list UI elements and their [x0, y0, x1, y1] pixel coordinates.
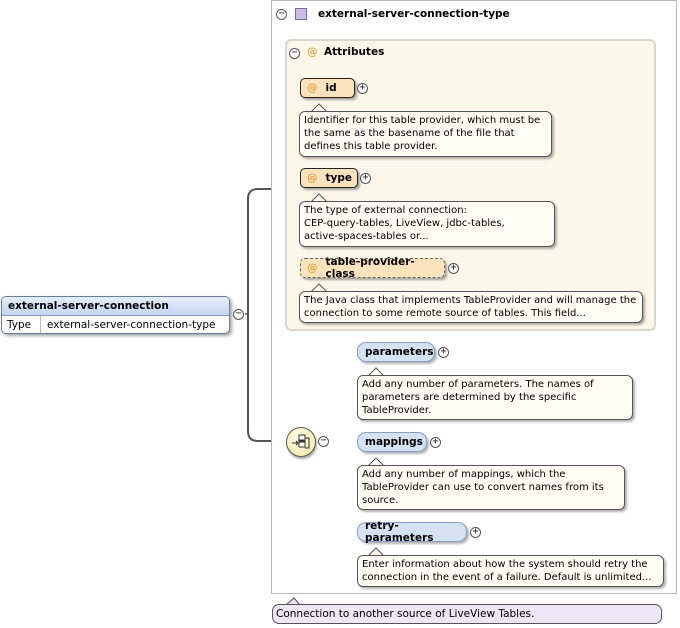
root-element-doc: Connection to another source of LiveView… [272, 604, 662, 624]
attribute-table-provider-class-label: table-provider-class [325, 256, 415, 280]
root-type-key: Type [2, 316, 41, 333]
element-retry-parameters-doc: Enter information about how the system s… [357, 555, 664, 587]
doc-tail-parameters [367, 367, 385, 377]
attribute-table-provider-class[interactable]: @ table-provider-class [300, 256, 445, 280]
attribute-type[interactable]: @ type [300, 168, 358, 188]
sequence-compositor[interactable] [286, 427, 316, 457]
complex-type-collapse-toggle[interactable]: − [276, 9, 287, 20]
doc-tail-id [310, 103, 328, 113]
attribute-id-doc: Identifier for this table provider, whic… [299, 111, 552, 157]
root-type-row: Type external-server-connection-type [2, 316, 229, 333]
attribute-at-icon: @ [307, 262, 318, 274]
attribute-type-label: type [325, 172, 353, 184]
attribute-at-icon: @ [307, 82, 318, 94]
doc-tail-mappings [367, 457, 385, 467]
doc-tail-retry-parameters [367, 547, 385, 557]
attribute-table-provider-class-doc: The Java class that implements TableProv… [299, 291, 643, 323]
complex-type-name: external-server-connection-type [318, 8, 510, 20]
sequence-collapse-toggle[interactable]: − [318, 436, 329, 447]
attribute-id-expand-toggle[interactable]: + [357, 83, 368, 94]
attributes-label: Attributes [324, 46, 385, 58]
attribute-at-icon: @ [307, 172, 318, 184]
element-retry-parameters[interactable]: retry-parameters [357, 520, 467, 544]
connector-bracket [247, 188, 288, 442]
attribute-type-doc: The type of external connection: CEP-que… [299, 201, 555, 247]
attribute-type-expand-toggle[interactable]: + [360, 173, 371, 184]
complex-type-icon [295, 8, 307, 20]
root-element-name: external-server-connection [2, 297, 229, 316]
attributes-collapse-toggle[interactable]: − [289, 48, 300, 59]
sequence-icon [292, 434, 310, 449]
attribute-table-provider-class-expand-toggle[interactable]: + [448, 263, 459, 274]
doc-tail-table-provider-class [310, 283, 328, 293]
element-parameters-label: parameters [365, 346, 434, 358]
element-parameters-expand-toggle[interactable]: + [438, 347, 449, 358]
element-parameters[interactable]: parameters [357, 342, 435, 362]
root-type-value: external-server-connection-type [47, 319, 216, 331]
attribute-id-label: id [325, 82, 337, 94]
root-element-box[interactable]: external-server-connection Type external… [1, 296, 230, 334]
element-parameters-doc: Add any number of parameters. The names … [357, 375, 633, 420]
root-collapse-toggle[interactable]: − [233, 309, 244, 320]
attribute-id[interactable]: @ id [300, 78, 355, 98]
element-mappings-expand-toggle[interactable]: + [430, 437, 441, 448]
doc-tail-root [285, 597, 301, 606]
element-mappings-doc: Add any number of mappings, which the Ta… [357, 465, 625, 510]
doc-tail-type [310, 193, 328, 203]
element-retry-parameters-label: retry-parameters [365, 520, 434, 544]
element-retry-parameters-expand-toggle[interactable]: + [470, 527, 481, 538]
element-mappings[interactable]: mappings [357, 432, 427, 452]
element-mappings-label: mappings [365, 436, 423, 448]
attributes-at-icon: @ [307, 46, 318, 58]
